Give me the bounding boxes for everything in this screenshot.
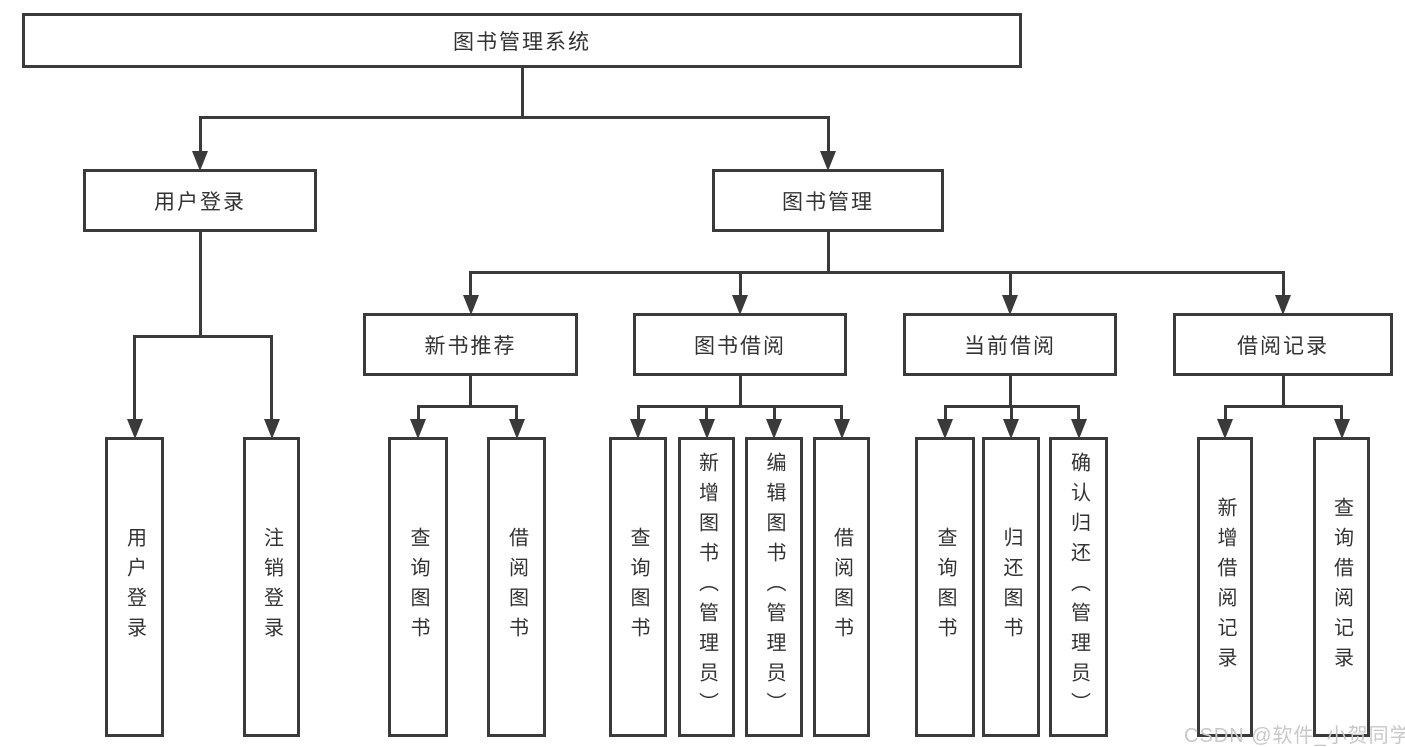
arrowhead-down-icon xyxy=(766,419,782,439)
node-borrow-records: 借阅记录 xyxy=(1173,313,1393,376)
node-label-current-borrow: 当前借阅 xyxy=(964,334,1056,358)
node-label-bb-query-books: 查询图书 xyxy=(627,527,649,647)
connector-line xyxy=(1281,271,1285,297)
connector-line xyxy=(416,405,420,421)
node-label-cb-query-books: 查询图书 xyxy=(934,527,956,647)
connector-line xyxy=(636,405,640,421)
node-label-bb-edit-books: 编辑图书（管理员） xyxy=(763,452,785,722)
node-label-user-login: 用户登录 xyxy=(154,190,246,214)
node-label-cb-confirm-return: 确认归还（管理员） xyxy=(1067,452,1090,722)
arrowhead-down-icon xyxy=(126,419,143,439)
connector-line xyxy=(1223,405,1227,421)
node-nb-borrow-books: 借阅图书 xyxy=(487,437,546,737)
node-current-borrow: 当前借阅 xyxy=(903,313,1117,376)
connector-line xyxy=(133,335,136,421)
node-label-new-books: 新书推荐 xyxy=(424,334,517,358)
connector-line xyxy=(772,405,776,421)
node-label-br-add-record: 新增借阅记录 xyxy=(1214,497,1236,677)
node-cb-return-books: 归还图书 xyxy=(982,437,1040,737)
connector-line xyxy=(1008,376,1012,408)
connector-line xyxy=(270,335,273,421)
connector-line xyxy=(133,335,273,338)
connector-line xyxy=(1009,405,1013,421)
arrowhead-down-icon xyxy=(833,419,850,439)
node-br-add-record: 新增借阅记录 xyxy=(1197,437,1253,737)
connector-line xyxy=(826,116,830,153)
node-logout-leaf: 注销登录 xyxy=(243,437,300,737)
connector-line xyxy=(943,405,947,421)
arrowhead-down-icon xyxy=(410,419,426,439)
connector-line xyxy=(1077,405,1080,421)
node-label-book-mgmt: 图书管理 xyxy=(782,190,874,214)
connector-line xyxy=(1223,405,1343,408)
node-new-books: 新书推荐 xyxy=(363,313,578,376)
node-bb-add-books: 新增图书（管理员） xyxy=(678,437,735,737)
connector-line xyxy=(826,232,830,274)
arrowhead-down-icon xyxy=(508,419,525,439)
node-root: 图书管理系统 xyxy=(22,13,1022,68)
arrowhead-down-icon xyxy=(263,419,280,439)
node-label-br-query-record: 查询借阅记录 xyxy=(1330,497,1353,677)
node-cb-query-books: 查询图书 xyxy=(915,437,975,737)
connector-line xyxy=(738,376,742,408)
connector-line xyxy=(198,116,202,153)
connector-line xyxy=(469,271,1285,274)
node-nb-query-books: 查询图书 xyxy=(388,437,448,737)
node-user-login: 用户登录 xyxy=(83,169,317,232)
arrowhead-down-icon xyxy=(630,419,646,439)
connector-line xyxy=(1340,405,1343,421)
node-label-borrow-records: 借阅记录 xyxy=(1237,334,1329,358)
connector-line xyxy=(840,405,843,421)
node-user-login-leaf: 用户登录 xyxy=(105,437,164,737)
node-cb-confirm-return: 确认归还（管理员） xyxy=(1049,437,1108,737)
node-book-mgmt: 图书管理 xyxy=(712,169,944,232)
arrowhead-down-icon xyxy=(1217,419,1233,439)
node-label-nb-borrow-books: 借阅图书 xyxy=(505,527,528,647)
arrowhead-down-icon xyxy=(1002,295,1018,315)
connector-line xyxy=(469,271,472,297)
node-label-cb-return-books: 归还图书 xyxy=(1000,527,1022,647)
node-bb-borrow-books: 借阅图书 xyxy=(813,437,870,737)
node-label-bb-add-books: 新增图书（管理员） xyxy=(695,452,718,722)
connector-line xyxy=(416,405,518,408)
node-bb-query-books: 查询图书 xyxy=(609,437,667,737)
arrowhead-down-icon xyxy=(820,151,836,171)
connector-line xyxy=(1008,271,1012,297)
arrowhead-down-icon xyxy=(1003,419,1019,439)
node-label-bb-borrow-books: 借阅图书 xyxy=(830,527,853,647)
connector-line xyxy=(520,68,524,119)
connector-line xyxy=(198,116,830,119)
connector-line xyxy=(705,405,708,421)
connector-line xyxy=(515,405,518,421)
connector-line xyxy=(636,405,843,408)
arrowhead-down-icon xyxy=(1070,419,1087,439)
node-label-root: 图书管理系统 xyxy=(453,30,591,54)
connector-line xyxy=(738,271,742,297)
node-label-logout-leaf: 注销登录 xyxy=(260,527,283,647)
connector-line xyxy=(1281,376,1285,408)
arrowhead-down-icon xyxy=(937,419,953,439)
arrowhead-down-icon xyxy=(192,151,208,171)
arrowhead-down-icon xyxy=(732,295,748,315)
node-label-nb-query-books: 查询图书 xyxy=(407,527,429,647)
node-br-query-record: 查询借阅记录 xyxy=(1313,437,1370,737)
node-label-book-borrow: 图书借阅 xyxy=(694,334,786,358)
connector-line xyxy=(469,376,472,408)
node-book-borrow: 图书借阅 xyxy=(633,313,847,376)
arrowhead-down-icon xyxy=(1333,419,1350,439)
arrowhead-down-icon xyxy=(1275,295,1291,315)
node-bb-edit-books: 编辑图书（管理员） xyxy=(745,437,803,737)
arrowhead-down-icon xyxy=(698,419,715,439)
node-label-user-login-leaf: 用户登录 xyxy=(123,527,146,647)
arrowhead-down-icon xyxy=(462,295,479,315)
watermark: CSDN @软件_小贺同学 xyxy=(1184,725,1405,747)
connector-line xyxy=(198,232,202,338)
